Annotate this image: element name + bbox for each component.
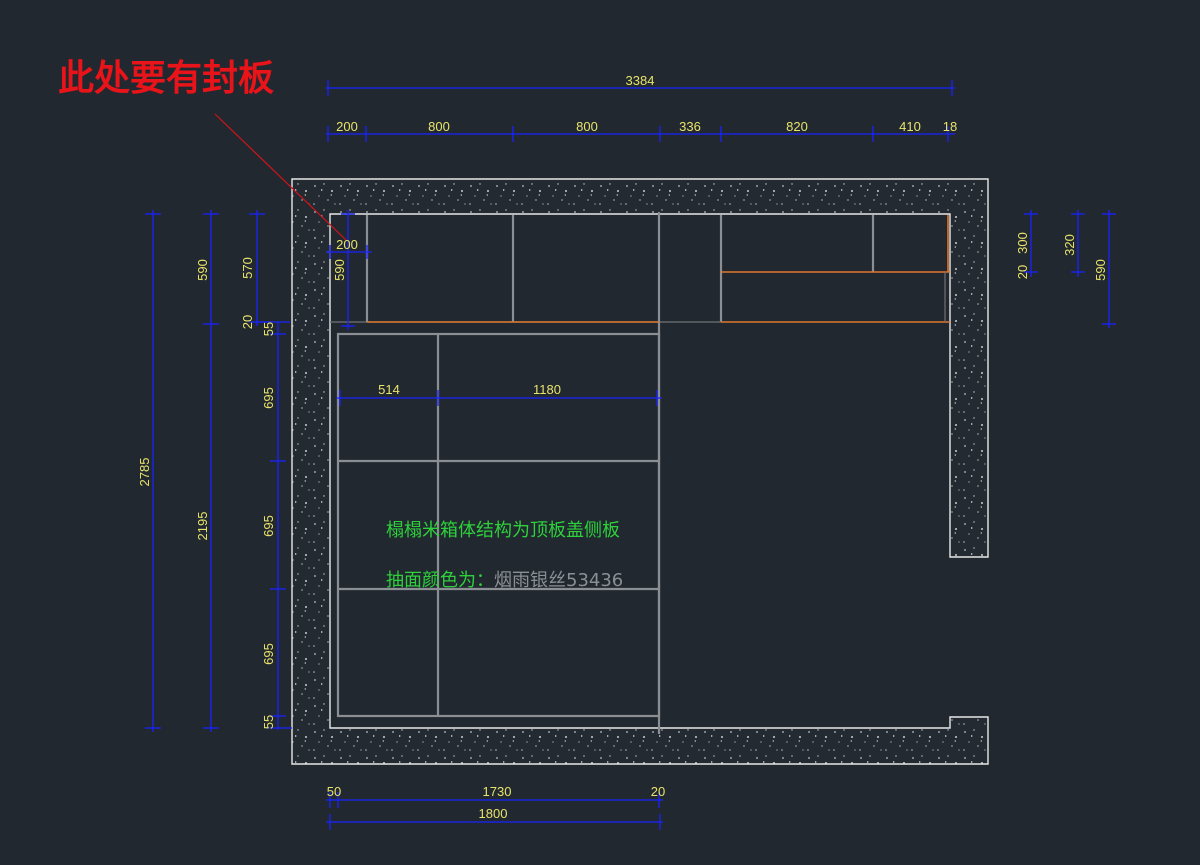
dim-row-695-2: 695 [261, 515, 276, 537]
dim-left-2785: 2785 [137, 458, 152, 487]
dim-top-seg-3: 800 [576, 119, 598, 134]
seal-leader-line [214, 113, 347, 241]
drawer-color-value: 烟雨银丝53436 [494, 570, 623, 591]
dim-right-320: 320 [1062, 234, 1077, 256]
dim-right-20: 20 [1015, 265, 1030, 279]
drawer-color-note: 抽面颜色为：烟雨银丝53436 [386, 570, 623, 591]
dim-right-590: 590 [1093, 259, 1108, 281]
dim-bottom-20: 20 [651, 784, 665, 799]
right-dimensions [1024, 210, 1116, 328]
dim-row-695-1: 695 [261, 387, 276, 409]
structure-note: 榻榻米箱体结构为顶板盖侧板 [386, 520, 620, 541]
dim-top-seg-2: 800 [428, 119, 450, 134]
dim-top-seg-7: 18 [943, 119, 957, 134]
inner-small-dimensions [326, 210, 372, 330]
dim-top-seg-5: 820 [786, 119, 808, 134]
dim-row-695-3: 695 [261, 643, 276, 665]
left-dimensions [145, 210, 292, 732]
dim-top-seg-4: 336 [679, 119, 701, 134]
dim-top-seg-1: 200 [336, 119, 358, 134]
dim-bottom-1800: 1800 [479, 806, 508, 821]
dim-bottom-1730: 1730 [483, 784, 512, 799]
top-dimensions [326, 80, 955, 142]
wall-body [291, 178, 989, 765]
upper-cabinets [330, 212, 950, 734]
dim-mid-514: 514 [378, 382, 400, 397]
dim-left-2195: 2195 [195, 512, 210, 541]
dim-right-300: 300 [1015, 232, 1030, 254]
dim-left-20: 20 [240, 315, 255, 329]
dim-row-55-bottom: 55 [261, 715, 276, 729]
seal-board-note: 此处要有封板 [58, 57, 274, 99]
dim-left-590: 590 [195, 259, 210, 281]
dim-bottom-50: 50 [327, 784, 341, 799]
dim-inner-200: 200 [336, 237, 358, 252]
dim-inner-590: 590 [332, 259, 347, 281]
drawer-color-label: 抽面颜色为： [386, 570, 494, 591]
dim-left-570: 570 [240, 257, 255, 279]
bottom-dimensions [326, 792, 663, 830]
dim-top-overall: 3384 [626, 73, 655, 88]
middle-dimensions [336, 390, 662, 406]
dim-row-55-top: 55 [261, 322, 276, 336]
dim-top-seg-6: 410 [899, 119, 921, 134]
dim-mid-1180: 1180 [533, 382, 561, 397]
